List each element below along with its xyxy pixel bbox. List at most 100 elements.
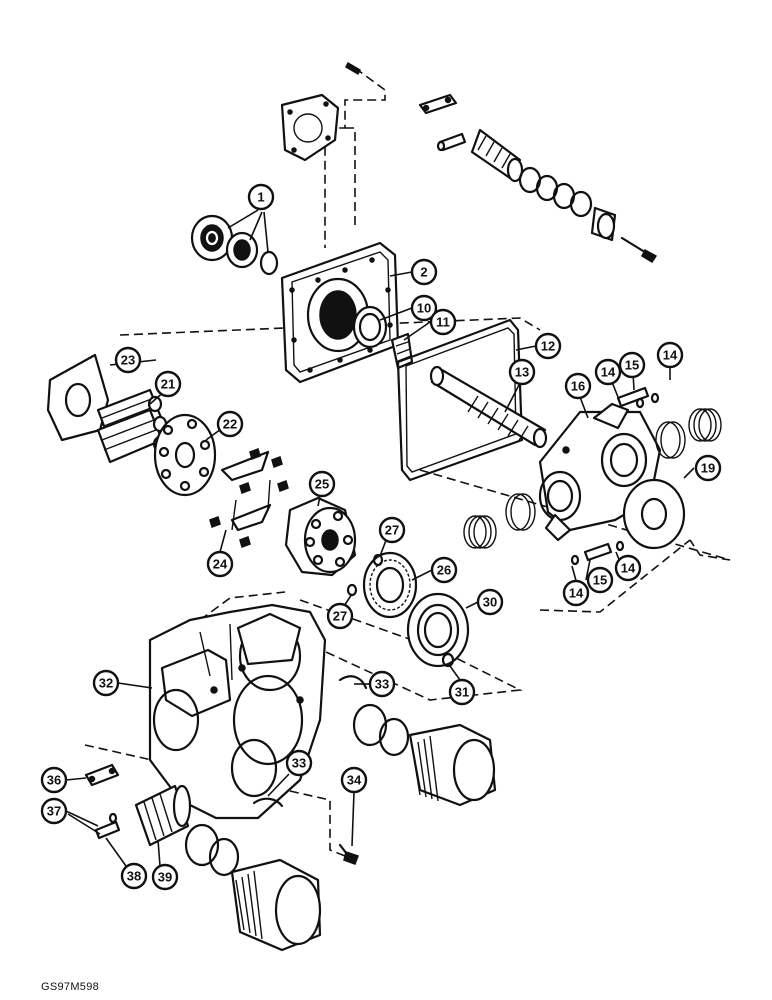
callout-19: 19 bbox=[694, 454, 722, 482]
bearing-cup bbox=[352, 305, 388, 349]
lower-spool bbox=[134, 784, 192, 847]
svg-text:27: 27 bbox=[333, 609, 347, 624]
callout-1: 2 bbox=[410, 258, 438, 286]
pump-housing bbox=[148, 603, 327, 820]
svg-text:31: 31 bbox=[455, 685, 469, 700]
retainer-plate bbox=[153, 413, 217, 497]
svg-text:38: 38 bbox=[127, 869, 141, 884]
svg-text:14: 14 bbox=[663, 348, 678, 363]
svg-text:14: 14 bbox=[601, 365, 616, 380]
ported-plate bbox=[406, 592, 470, 668]
top-spool bbox=[470, 128, 524, 183]
top-cover-plate bbox=[280, 93, 340, 162]
svg-text:15: 15 bbox=[593, 573, 607, 588]
top-pin bbox=[436, 132, 467, 152]
svg-text:10: 10 bbox=[417, 301, 431, 316]
top-bolt bbox=[345, 61, 361, 76]
svg-text:36: 36 bbox=[47, 773, 61, 788]
svg-text:33: 33 bbox=[292, 756, 306, 771]
callout-27a: 27 bbox=[378, 516, 406, 544]
thrust-washer bbox=[622, 478, 686, 550]
svg-text:2: 2 bbox=[420, 265, 427, 280]
svg-text:26: 26 bbox=[437, 563, 451, 578]
callout-25: 25 bbox=[308, 470, 336, 498]
svg-text:11: 11 bbox=[436, 315, 450, 330]
svg-text:14: 14 bbox=[569, 586, 584, 601]
svg-text:32: 32 bbox=[99, 676, 113, 691]
svg-text:37: 37 bbox=[47, 804, 61, 819]
top-screw bbox=[620, 236, 658, 264]
valve-bridge bbox=[209, 448, 289, 548]
svg-text:1: 1 bbox=[257, 190, 264, 205]
callout-15: 15 bbox=[618, 351, 646, 379]
callout-13: 13 bbox=[508, 358, 536, 386]
top-seal-rings bbox=[518, 166, 593, 218]
callout-14b: 14 bbox=[594, 358, 622, 386]
callout-10: 10 bbox=[410, 294, 438, 322]
link-plate bbox=[84, 763, 120, 787]
callout-21: 21 bbox=[154, 370, 182, 398]
callout-15b: 15 bbox=[586, 566, 614, 594]
svg-text:30: 30 bbox=[483, 595, 497, 610]
callouts: 1 2 10 11 12 13 14 14 15 16 19 23 21 22 … bbox=[40, 183, 722, 891]
callout-32: 32 bbox=[92, 669, 120, 697]
svg-text:33: 33 bbox=[375, 677, 389, 692]
svg-text:24: 24 bbox=[213, 557, 228, 572]
callout-33b: 33 bbox=[285, 749, 313, 777]
lower-filter-cartridge bbox=[230, 858, 322, 952]
callout-14c: 14 bbox=[562, 579, 590, 607]
svg-text:27: 27 bbox=[385, 523, 399, 538]
svg-text:22: 22 bbox=[223, 417, 237, 432]
small-pin bbox=[94, 812, 121, 840]
lower-springs bbox=[463, 493, 536, 549]
svg-text:16: 16 bbox=[571, 379, 585, 394]
bearing-seal-set bbox=[190, 214, 279, 276]
callout-30: 30 bbox=[476, 588, 504, 616]
svg-text:12: 12 bbox=[541, 339, 555, 354]
svg-text:34: 34 bbox=[347, 773, 362, 788]
callout-37: 37 bbox=[40, 797, 68, 825]
callout-34: 34 bbox=[340, 766, 368, 794]
figure-code: GS97M598 bbox=[41, 981, 100, 993]
svg-text:13: 13 bbox=[515, 365, 529, 380]
lower-pin bbox=[570, 540, 625, 566]
callout-23: 23 bbox=[114, 346, 142, 374]
svg-text:21: 21 bbox=[161, 377, 175, 392]
svg-text:25: 25 bbox=[315, 477, 329, 492]
upper-pin bbox=[616, 386, 660, 409]
callout-33a: 33 bbox=[368, 670, 396, 698]
cylinder-block bbox=[284, 496, 357, 577]
port-plate bbox=[46, 353, 110, 442]
svg-text:39: 39 bbox=[158, 870, 172, 885]
callout-36: 36 bbox=[40, 766, 68, 794]
housing-bolt bbox=[338, 843, 359, 865]
callout-31: 31 bbox=[448, 678, 476, 706]
callout-11: 11 bbox=[429, 308, 457, 336]
top-link-plate bbox=[418, 93, 458, 115]
right-filter-cartridge bbox=[408, 723, 497, 807]
svg-text:19: 19 bbox=[701, 461, 715, 476]
callout-12: 12 bbox=[534, 332, 562, 360]
callout-39: 39 bbox=[151, 863, 179, 891]
input-shaft bbox=[429, 365, 548, 449]
upper-seal-ring bbox=[338, 675, 410, 757]
top-sleeve bbox=[590, 206, 617, 242]
plate-o-ring bbox=[441, 652, 455, 668]
svg-text:15: 15 bbox=[625, 358, 639, 373]
thrust-bearing bbox=[362, 551, 418, 619]
callout-16: 16 bbox=[564, 372, 592, 400]
bearing-cone bbox=[390, 332, 414, 370]
callout-22: 22 bbox=[216, 410, 244, 438]
upper-springs bbox=[655, 408, 722, 459]
svg-text:14: 14 bbox=[621, 561, 636, 576]
callout-27b: 27 bbox=[326, 602, 354, 630]
callout-14a: 14 bbox=[656, 341, 684, 369]
callout-2: 1 bbox=[247, 183, 275, 211]
svg-text:23: 23 bbox=[121, 353, 135, 368]
callout-24: 24 bbox=[206, 550, 234, 578]
lower-seal-ring bbox=[184, 797, 284, 877]
callout-26: 26 bbox=[430, 556, 458, 584]
callout-38: 38 bbox=[120, 862, 148, 890]
callout-14d: 14 bbox=[614, 554, 642, 582]
